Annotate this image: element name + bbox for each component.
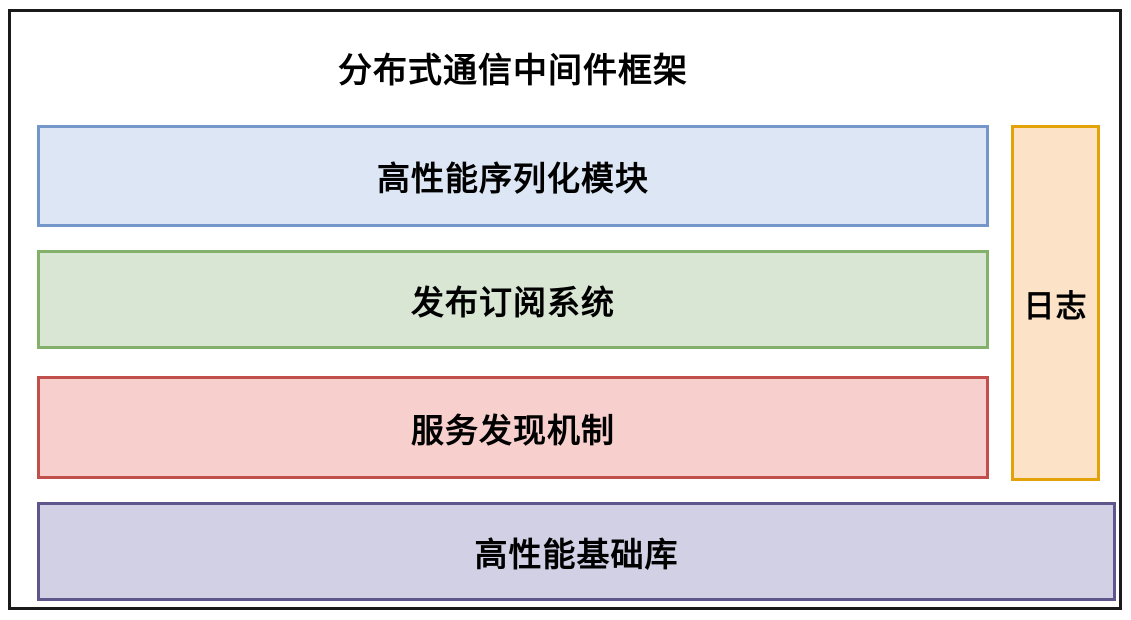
layer-block-pubsub[interactable]: 发布订阅系统 [37, 250, 989, 349]
layer-label-serialization: 高性能序列化模块 [377, 160, 649, 197]
layer-block-logging[interactable]: 日志 [1011, 125, 1100, 481]
layer-block-service-discovery[interactable]: 服务发现机制 [37, 376, 989, 479]
layer-block-serialization[interactable]: 高性能序列化模块 [37, 125, 989, 227]
layer-label-pubsub: 发布订阅系统 [411, 283, 615, 321]
layer-label-service-discovery: 服务发现机制 [411, 411, 615, 449]
layer-label-logging: 日志 [1023, 288, 1088, 324]
framework-outer-frame: 分布式通信中间件框架 高性能序列化模块 发布订阅系统 服务发现机制 高性能基础库… [8, 9, 1122, 610]
layer-block-base-library[interactable]: 高性能基础库 [37, 502, 1116, 601]
layer-label-base-library: 高性能基础库 [474, 535, 679, 573]
diagram-title: 分布式通信中间件框架 [338, 52, 688, 90]
